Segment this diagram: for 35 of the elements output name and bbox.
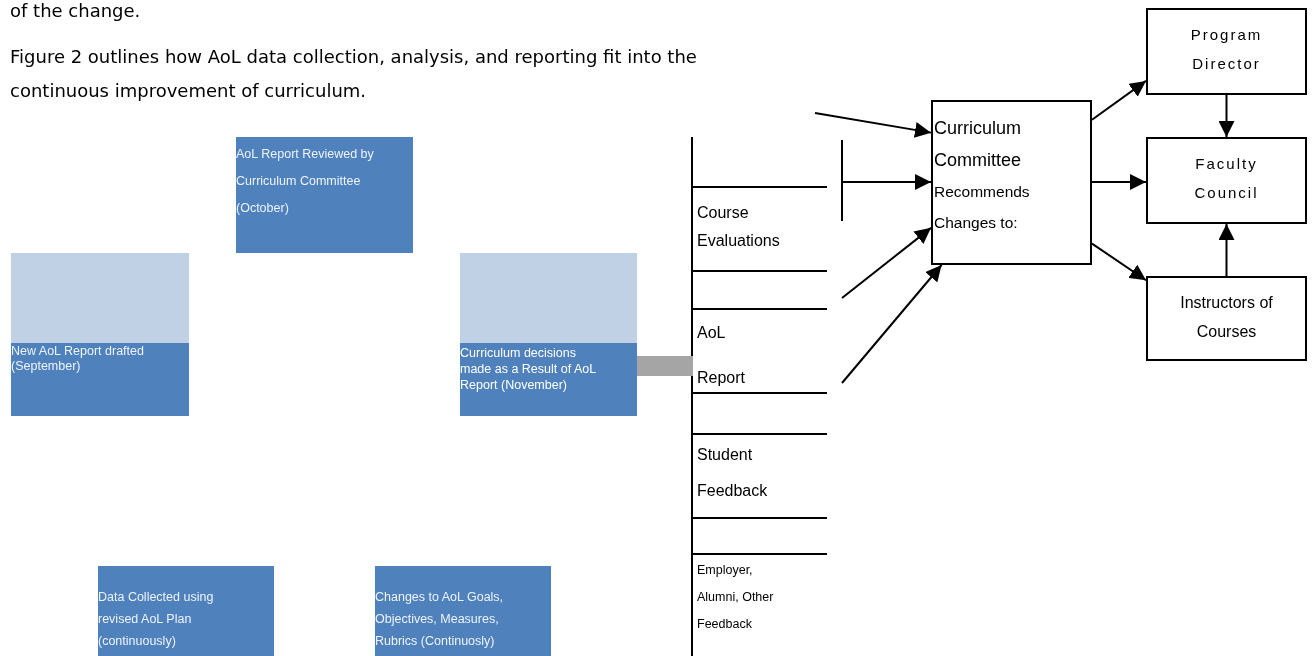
arrow bbox=[814, 112, 932, 138]
arrow bbox=[1091, 79, 1147, 121]
arrow bbox=[1218, 94, 1235, 138]
step-box bbox=[11, 253, 189, 416]
paragraph-text: Figure 2 outlines how AoL data collection, analysis, and reporting fit into the continuous improvement of curriculum. bbox=[10, 45, 698, 103]
box-text: New AoL Report drafted (September) bbox=[11, 344, 145, 374]
step-box bbox=[460, 253, 637, 416]
list-item-text: Student Feedback bbox=[697, 445, 769, 501]
step-box bbox=[98, 566, 274, 656]
arrow bbox=[1218, 223, 1235, 277]
box-text: AoL Report bbox=[697, 323, 743, 388]
box-text: Faculty Council bbox=[1193, 154, 1260, 203]
step-box bbox=[375, 566, 551, 656]
box-text: Program Director bbox=[1189, 25, 1264, 74]
connector-bar bbox=[637, 356, 693, 376]
list-item-text: Course Evaluations bbox=[697, 203, 781, 251]
process-box bbox=[1146, 137, 1307, 224]
box-text: Curriculum decisions made as a Result of AoL Report (November) bbox=[460, 345, 597, 393]
process-box bbox=[931, 100, 1092, 265]
box-text: Recommends Changes to: bbox=[934, 182, 1031, 233]
step-box bbox=[236, 137, 413, 253]
list-item-text: Employer, Alumni, Other Feedback bbox=[697, 562, 775, 633]
box-text: Curriculum Committee bbox=[934, 117, 1023, 172]
arrow bbox=[841, 264, 943, 384]
arrow bbox=[841, 226, 932, 299]
arrow bbox=[1091, 174, 1147, 190]
box-text: AoL Report Reviewed by Curriculum Committee (October) bbox=[236, 146, 375, 217]
process-box bbox=[1146, 8, 1307, 95]
paragraph-text: of the change. bbox=[10, 0, 141, 22]
process-box bbox=[1146, 276, 1307, 361]
arrow bbox=[841, 174, 932, 190]
box-text: Instructors of Courses bbox=[1179, 293, 1274, 342]
arrow bbox=[1091, 242, 1147, 282]
box-text: Changes to AoL Goals, Objectives, Measures, Rubrics (Continuosly) bbox=[375, 589, 505, 650]
box-text: Data Collected using revised AoL Plan (continuously) bbox=[98, 589, 215, 650]
